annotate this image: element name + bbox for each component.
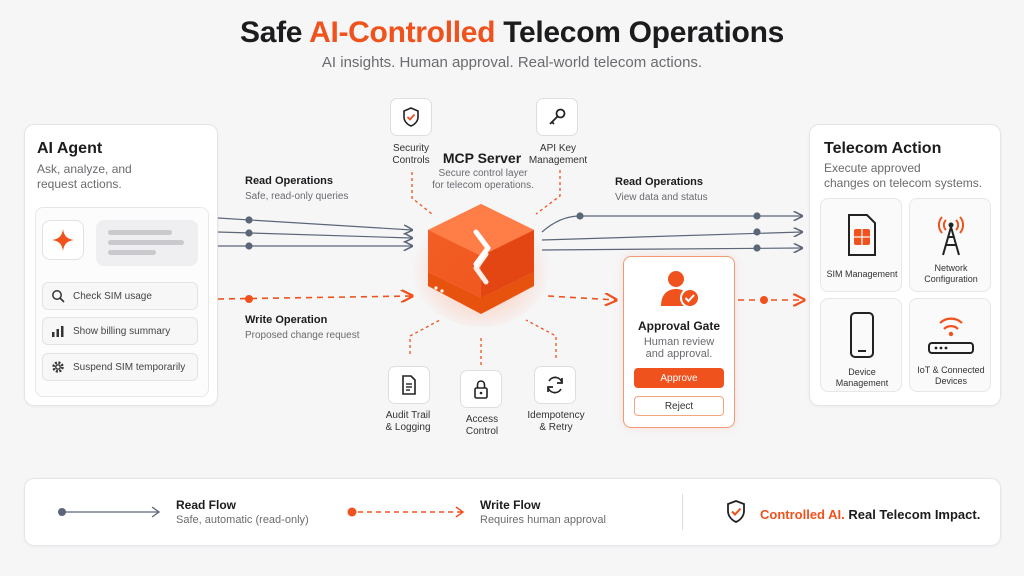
- cell-tower-icon: [938, 216, 964, 256]
- gear-icon: [52, 361, 64, 373]
- bar-chart-icon: [52, 326, 64, 337]
- approve-button[interactable]: Approve: [634, 368, 724, 388]
- refresh-icon: [547, 376, 563, 394]
- search-icon: [52, 290, 65, 303]
- write-op-sub: Proposed change request: [245, 330, 360, 341]
- read-ops-left-sub: Safe, read-only queries: [245, 191, 349, 202]
- read-lines-right: [541, 213, 802, 251]
- message-line: [108, 240, 184, 245]
- legend-read-line: [58, 506, 161, 518]
- tile-sim-management[interactable]: SIM Management: [820, 198, 902, 292]
- action-check-sim-usage[interactable]: Check SIM usage: [42, 282, 198, 310]
- action-label: Check SIM usage: [73, 290, 152, 302]
- write-line-right: [547, 296, 804, 300]
- user-check-icon: [661, 271, 700, 308]
- action-suspend-sim[interactable]: Suspend SIM temporarily: [42, 353, 198, 381]
- tile-label: SIM Management: [826, 269, 898, 279]
- ai-agent-desc-1: Ask, analyze, and: [37, 162, 132, 176]
- mcp-server-icon: [411, 203, 551, 327]
- write-line-left: [217, 295, 412, 303]
- telecom-action-desc-2: changes on telecom systems.: [824, 176, 983, 190]
- action-label: Suspend SIM temporarily: [73, 361, 186, 373]
- page-title: Safe AI-Controlled Telecom Operations: [240, 16, 784, 49]
- tile-device-management[interactable]: Device Management: [820, 298, 902, 392]
- legend-write-title: Write Flow: [480, 498, 541, 512]
- legend-read-sub: Safe, automatic (read-only): [176, 514, 309, 526]
- title-accent: AI-Controlled: [309, 16, 496, 49]
- message-line: [108, 230, 172, 235]
- sparkle-icon: [52, 229, 74, 251]
- read-ops-left-title: Read Operations: [245, 175, 334, 187]
- audit-trail-box[interactable]: [388, 366, 430, 404]
- legend-write-sub: Requires human approval: [480, 514, 606, 526]
- ai-message-bubble: [96, 220, 198, 266]
- page-subtitle: AI insights. Human approval. Real-world …: [321, 54, 703, 71]
- idempotency-label: Idempotency& Retry: [527, 410, 585, 433]
- document-icon: [402, 375, 416, 395]
- ai-agent-title: AI Agent: [37, 140, 103, 157]
- router-wifi-icon: [928, 317, 974, 354]
- api-key-box[interactable]: [536, 98, 578, 136]
- telecom-action-desc-1: Execute approved: [824, 161, 921, 175]
- lock-icon: [474, 380, 488, 399]
- legend-read-title: Read Flow: [176, 498, 237, 512]
- access-control-box[interactable]: [460, 370, 502, 408]
- security-controls-box[interactable]: [390, 98, 432, 136]
- legend-write-line: [347, 506, 465, 518]
- action-show-billing-summary[interactable]: Show billing summary: [42, 317, 198, 345]
- read-ops-right-title: Read Operations: [615, 176, 704, 188]
- mcp-server-title: MCP Server: [442, 150, 522, 166]
- tile-label: Device Management: [835, 367, 889, 388]
- key-icon: [549, 108, 566, 125]
- phone-icon: [850, 312, 874, 358]
- legend-tagline: Controlled AI. Real Telecom Impact.: [760, 507, 981, 522]
- telecom-action-title: Telecom Action: [824, 140, 942, 157]
- action-label: Show billing summary: [73, 325, 171, 337]
- legend-bar: [24, 478, 1001, 546]
- shield-check-icon: [403, 107, 419, 127]
- ai-agent-logo: [42, 220, 84, 260]
- ai-agent-desc-2: request actions.: [37, 177, 122, 191]
- control-connectors: [409, 170, 561, 368]
- write-op-title: Write Operation: [245, 314, 328, 326]
- sim-card-icon: [848, 214, 876, 256]
- shield-check-icon: [727, 500, 745, 523]
- legend-divider: [682, 494, 683, 530]
- reject-button[interactable]: Reject: [634, 396, 724, 416]
- read-lines-left: [217, 216, 412, 249]
- read-ops-right-sub: View data and status: [615, 192, 708, 203]
- audit-trail-label: Audit Trail& Logging: [385, 410, 431, 433]
- message-line: [108, 250, 156, 255]
- idempotency-box[interactable]: [534, 366, 576, 404]
- approval-gate-title: Approval Gate: [637, 319, 721, 333]
